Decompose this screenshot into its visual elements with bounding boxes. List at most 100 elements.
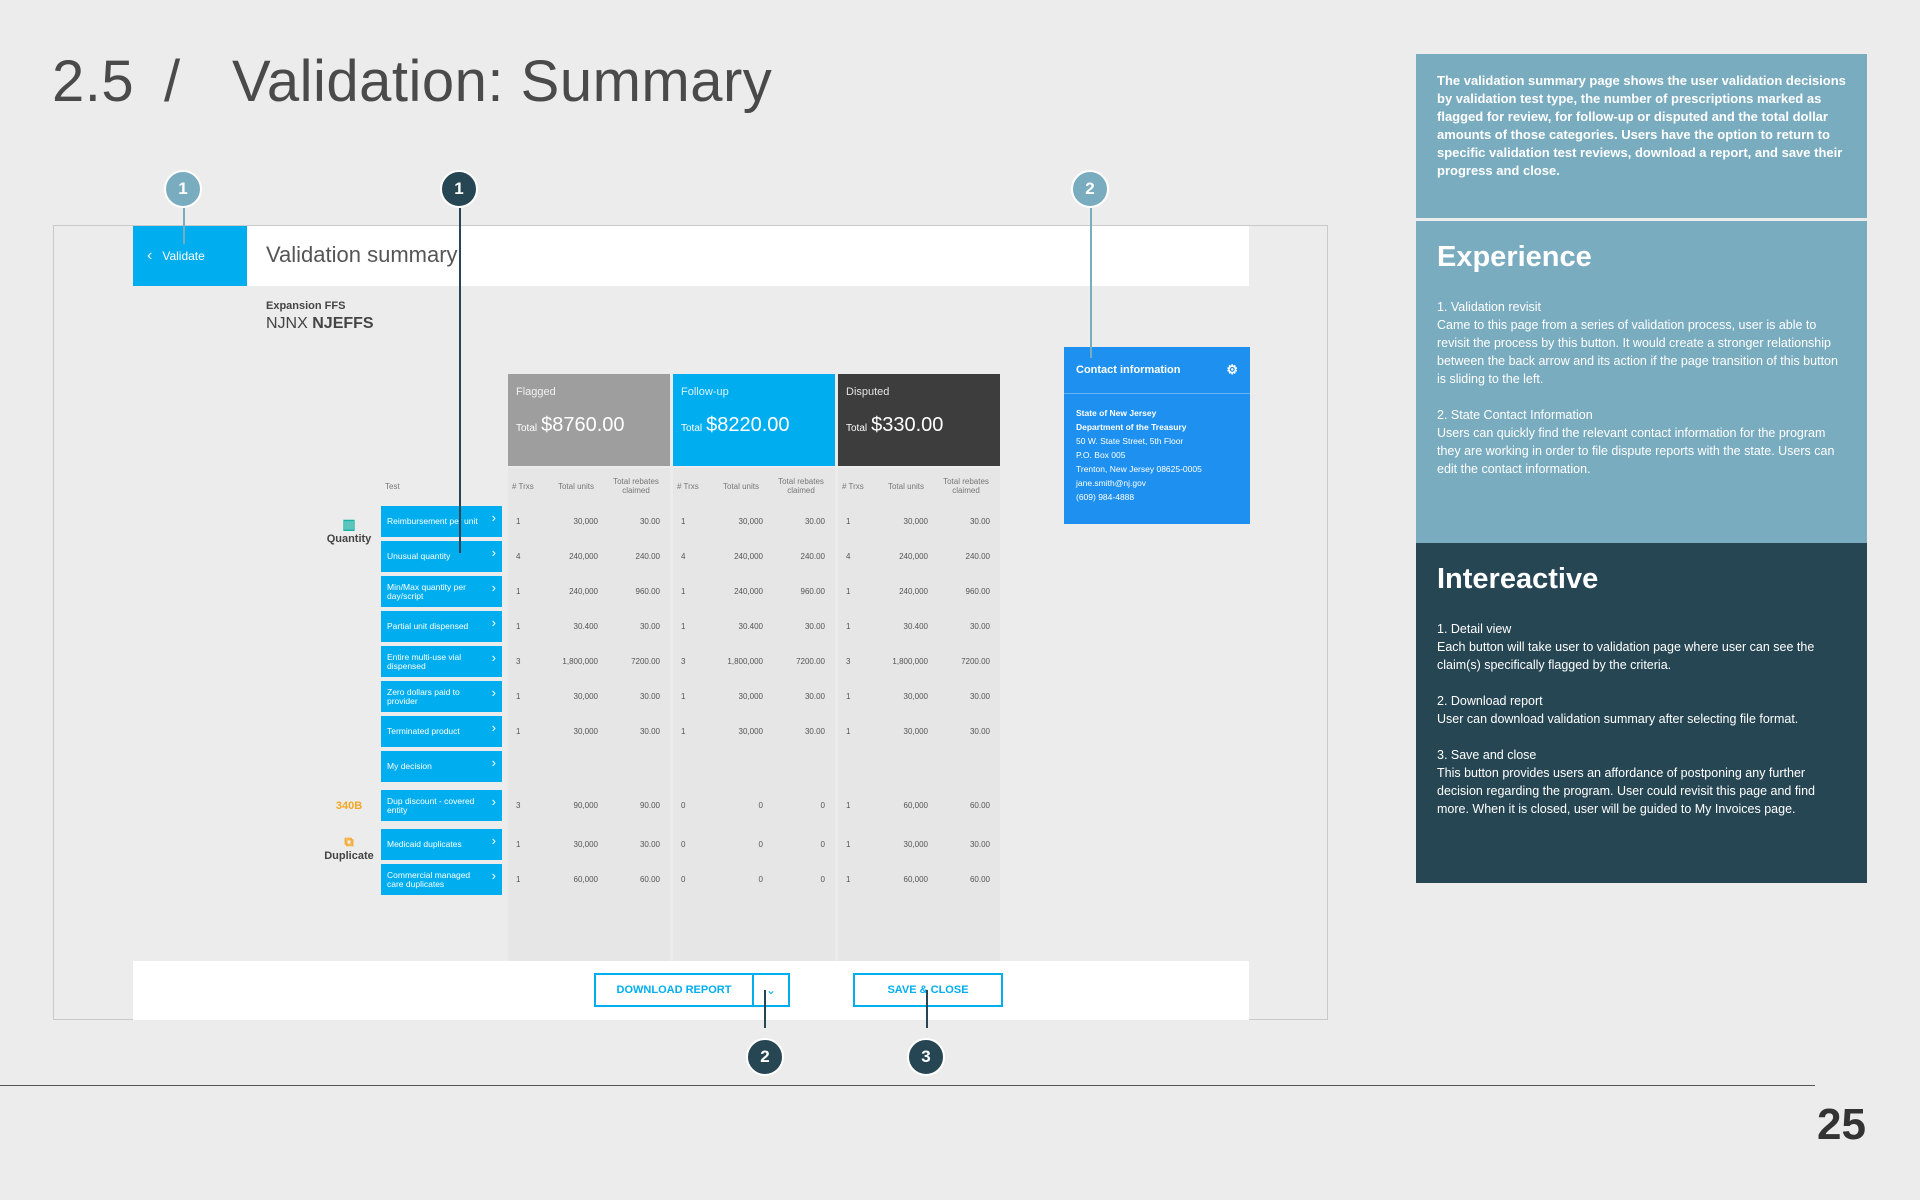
table-cell: 30.00 [639,692,660,701]
contact-email[interactable]: jane.smith@nj.gov [1076,478,1147,488]
group-total: Total$8760.00 [516,414,662,437]
table-cell: 30.00 [639,840,660,849]
test-row-button[interactable]: Zero dollars paid to provider› [381,681,502,712]
total-prefix: Total [681,423,703,434]
interactive-item: 2. Download report User can download val… [1437,692,1846,728]
back-label: Validate [162,249,205,263]
chevron-right-icon: › [491,580,496,595]
test-row-button[interactable]: Unusual quantity› [381,541,502,572]
column-subheader: # Trxs [512,481,534,491]
table-cell: 1 [846,727,851,736]
column-subheader: # Trxs [677,481,699,491]
table-cell: 1 [846,875,851,884]
download-report-label: DOWNLOAD REPORT [596,975,754,1005]
table-cell [612,751,660,782]
action-bar: DOWNLOAD REPORT ⌄ SAVE & CLOSE [133,961,1249,1020]
test-row-button[interactable]: My decision› [381,751,502,782]
chevron-right-icon: › [491,794,496,809]
program-info: Expansion FFS NJNX NJEFFS [266,300,374,333]
contact-line: P.O. Box 005 [1076,450,1126,460]
item-title: 2. State Contact Information [1437,408,1593,422]
chevron-right-icon: › [491,545,496,560]
table-cell: 0 [820,801,825,810]
callout-3-dark: 3 [907,1038,945,1076]
intro-text: The validation summary page shows the us… [1416,54,1867,218]
table-cell: 30.00 [639,517,660,526]
chevron-right-icon: › [491,615,496,630]
table-cell: 1 [516,840,521,849]
table-cell: 30.00 [969,840,990,849]
chevron-down-icon[interactable]: ⌄ [765,983,777,997]
test-row-button[interactable]: Min/Max quantity per day/script› [381,576,502,607]
table-cell: 0 [681,801,686,810]
table-cell: 30,000 [738,517,763,526]
table-cell [942,751,990,782]
save-close-button[interactable]: SAVE & CLOSE [853,973,1003,1007]
callout-1-light: 1 [164,170,202,208]
table-cell: 30.00 [804,692,825,701]
table-cell: 30.400 [738,622,763,631]
interactive-title: Intereactive [1437,563,1599,595]
total-value: $8220.00 [706,414,790,436]
group-name: Disputed [846,386,890,398]
annotation-panel: The validation summary page shows the us… [1416,54,1867,883]
table-cell: 1 [846,622,851,631]
download-report-button[interactable]: DOWNLOAD REPORT ⌄ [594,973,790,1007]
table-cell: 30,000 [573,840,598,849]
table-cell: 30.00 [639,727,660,736]
gear-icon[interactable]: ⚙ [1226,362,1238,377]
callout-2-dark: 2 [746,1038,784,1076]
test-row-button[interactable]: Dup discount - covered entity› [381,790,502,821]
contact-details: State of New Jersey Department of the Tr… [1064,394,1250,516]
test-row-button[interactable]: Terminated product› [381,716,502,747]
table-cell: 1 [516,517,521,526]
table-cell: 1 [516,622,521,631]
item-text: This button provides users an affordance… [1437,766,1815,816]
test-row-button[interactable]: Reimbursement per unit› [381,506,502,537]
table-cell [554,751,598,782]
total-prefix: Total [516,423,538,434]
test-row-button[interactable]: Partial unit dispensed› [381,611,502,642]
title-text: Validation: Summary [232,49,773,114]
table-cell: 4 [846,552,851,561]
table-cell: 30.400 [573,622,598,631]
table-cell: 7200.00 [631,657,660,666]
table-cell: 30.00 [969,727,990,736]
table-cell: 1,800,000 [727,657,763,666]
callout-leader [1090,208,1092,358]
test-row-button[interactable]: Commercial managed care duplicates› [381,864,502,895]
test-name: Reimbursement per unit [387,516,478,526]
experience-item: 1. Validation revisit Came to this page … [1437,298,1846,388]
group-total: Total$8220.00 [681,414,827,437]
table-cell: 1 [846,587,851,596]
callout-2-light: 2 [1071,170,1109,208]
item-title: 3. Save and close [1437,748,1537,762]
table-cell: 1 [681,692,686,701]
table-cell: 30,000 [573,692,598,701]
test-row-button[interactable]: Medicaid duplicates› [381,829,502,860]
contact-title: Contact information [1076,364,1181,376]
table-cell: 30.00 [804,727,825,736]
column-subheader: Total units [722,481,760,491]
table-cell: 0 [758,875,763,884]
table-cell: 240,000 [899,552,928,561]
section-number: 2.5 [52,49,135,114]
column-subheader: Total rebates claimed [943,477,989,495]
table-cell [681,751,709,782]
table-cell: 0 [758,840,763,849]
table-cell: 240,000 [734,552,763,561]
program-code: NJEFFS [312,315,374,332]
experience-section: Experience 1. Validation revisit Came to… [1416,221,1867,543]
validate-back-button[interactable]: ‹ Validate [133,226,247,286]
table-cell: 1 [681,517,686,526]
table-cell: 30.00 [804,622,825,631]
chevron-right-icon: › [491,650,496,665]
test-row-button[interactable]: Entire multi-use vial dispensed› [381,646,502,677]
table-cell [884,751,928,782]
table-cell: 1,800,000 [892,657,928,666]
group-column-bg [838,468,1000,998]
callout-1-dark: 1 [440,170,478,208]
contact-phone: (609) 984-4888 [1076,492,1135,502]
